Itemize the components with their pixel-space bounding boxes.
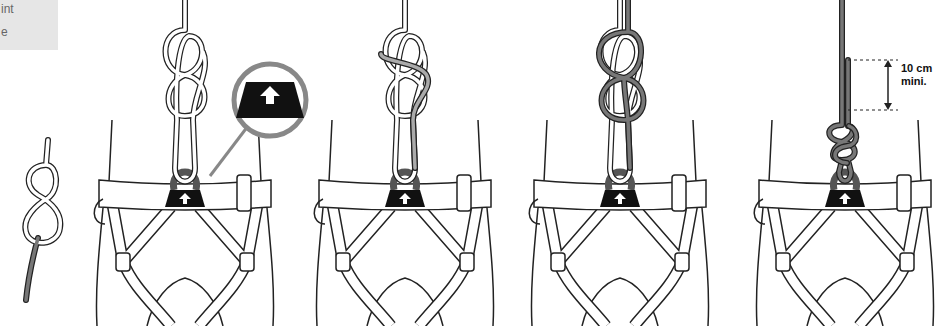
harness-step-1 — [94, 0, 273, 326]
figure-eight-knot — [25, 140, 60, 300]
dimension-marker — [848, 60, 898, 110]
harness-step-2 — [314, 0, 493, 326]
dimension-label: 10 cm mini. — [901, 62, 941, 87]
harness-step-4 — [754, 0, 933, 326]
note-box — [0, 0, 58, 50]
note-text: int — [1, 3, 57, 17]
note-text: e — [1, 26, 57, 40]
tie-in-callout — [210, 64, 306, 176]
harness-step-3 — [529, 0, 708, 326]
